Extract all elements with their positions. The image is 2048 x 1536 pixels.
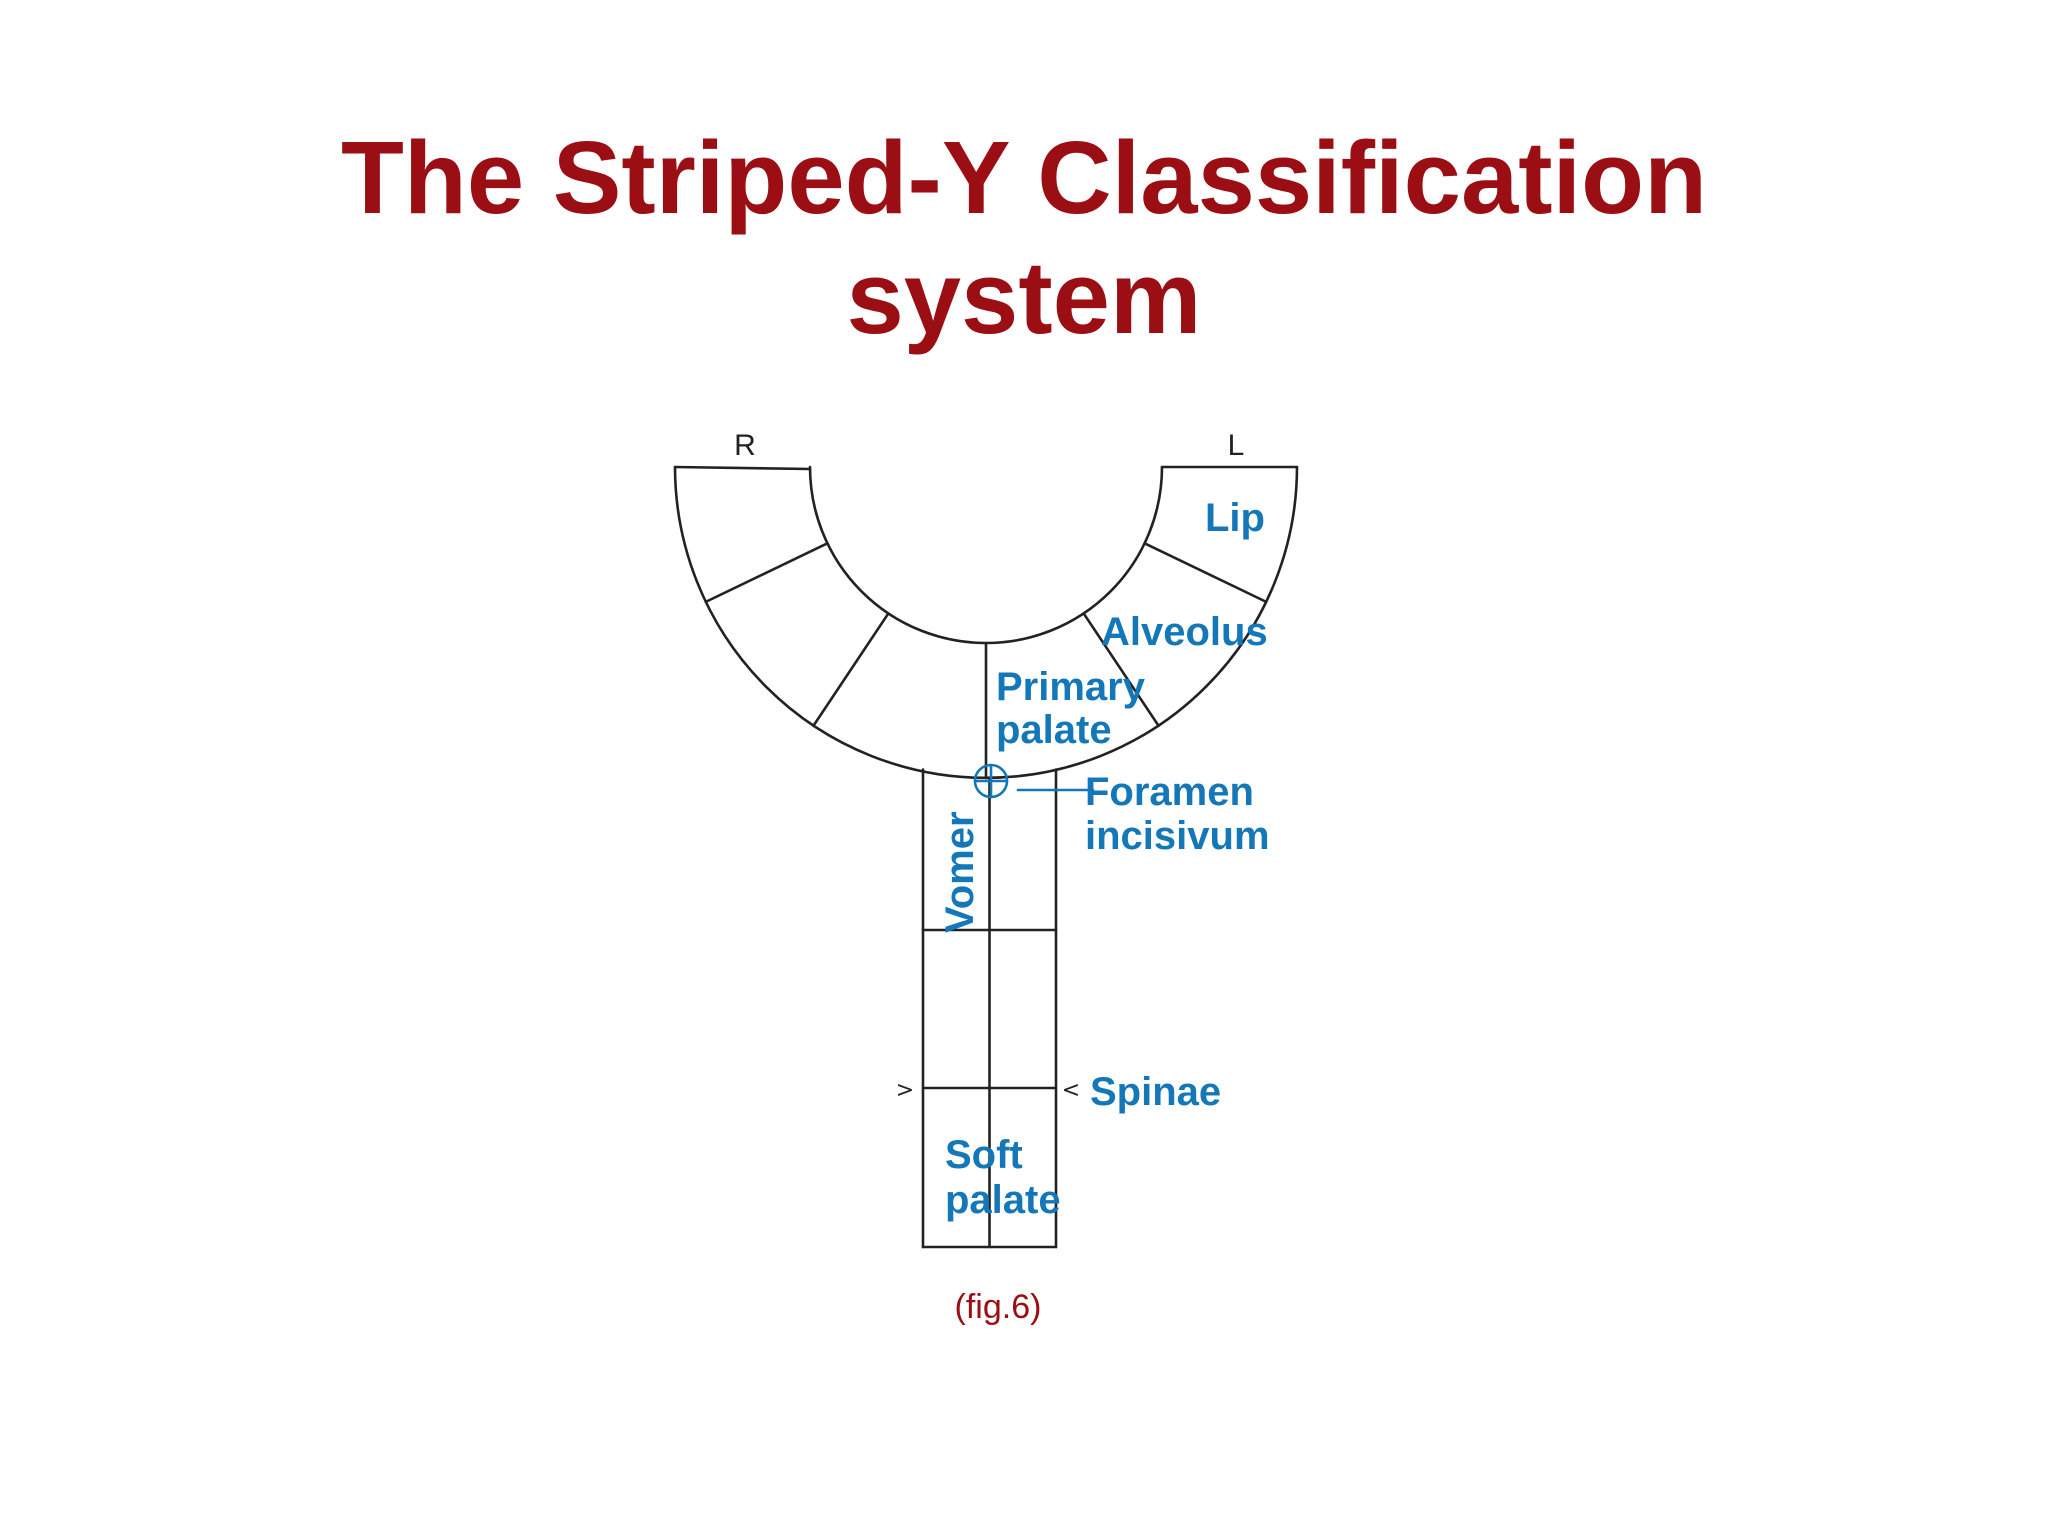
figure-caption: (fig.6) [954, 1288, 1042, 1326]
top-edge-right [673, 465, 812, 471]
label-palate: palate [996, 708, 1112, 752]
side-label-l: L [1228, 429, 1245, 462]
label-vomer: Vomer [938, 811, 982, 933]
label-spinae: Spinae [1090, 1070, 1221, 1114]
segment-divider [1143, 542, 1268, 604]
label-foramen: Foramen [1085, 770, 1254, 814]
spinae-mark-left: > [896, 1078, 914, 1103]
segment-divider [812, 612, 890, 728]
slide-title: The Striped-Y Classification system [0, 118, 2048, 358]
side-label-r: R [734, 429, 756, 462]
label-soft: Soft [945, 1133, 1023, 1177]
title-line-1: The Striped-Y Classification [340, 120, 1707, 235]
label-primary: Primary [996, 665, 1146, 709]
diagram-outline [673, 465, 1299, 1249]
label-soft-palate: palate [945, 1178, 1061, 1222]
segment-divider [1082, 612, 1160, 728]
label-lip: Lip [1205, 496, 1265, 540]
label-incisivum: incisivum [1085, 814, 1270, 858]
title-line-2: system [846, 240, 1202, 355]
segment-divider [704, 542, 829, 604]
label-alveolus: Alveolus [1101, 610, 1268, 654]
spinae-mark-right: < [1062, 1078, 1080, 1103]
